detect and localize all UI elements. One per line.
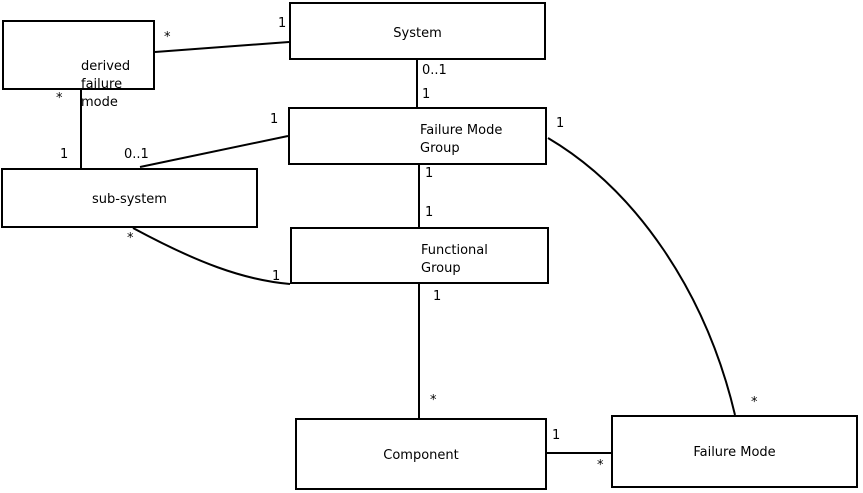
mult-derived-to-subsys-near-derived: * [56,91,63,106]
class-name-failure-mode: Failure Mode [693,445,776,460]
class-name-functional-group: Functional Group [421,243,488,276]
mult-system-to-fmg-near-fmg: 1 [422,87,431,102]
edge-sub-system-functional-group[interactable] [132,227,291,285]
mult-subsys-to-fg-near-fg: 1 [272,269,281,284]
class-box-functional-group[interactable]: Functional Group [290,227,549,284]
mult-fmg-to-fg-near-fmg: 1 [425,166,434,181]
mult-system-to-fmg-near-system: 0..1 [422,63,447,78]
edge-sub-system-failure-mode-group[interactable] [139,135,289,168]
mult-component-to-fm-near-component: 1 [552,428,561,443]
class-name-derived-failure-mode: derived failure mode [81,59,131,110]
class-name-failure-mode-group: Failure Mode Group [420,123,503,156]
class-box-failure-mode-group[interactable]: Failure Mode Group [288,107,547,165]
mult-derived-to-subsys-near-subsys: 1 [60,147,69,162]
mult-subsys-to-fmg-near-fmg: 1 [270,112,279,127]
class-name-system: System [393,26,442,41]
class-box-system[interactable]: System [289,2,546,60]
edge-failure-mode-group-failure-mode[interactable] [547,137,736,416]
mult-fg-to-component-near-fg: 1 [433,289,442,304]
mult-component-to-fm-near-fm: * [597,458,604,473]
class-box-sub-system[interactable]: sub-system [1,168,258,228]
class-box-failure-mode[interactable]: Failure Mode [611,415,858,488]
mult-fmg-to-fm-near-fmg: 1 [556,116,565,131]
class-box-component[interactable]: Component [295,418,547,490]
mult-subsys-to-fg-near-subsys: * [127,231,134,246]
mult-subsys-to-fmg-near-subsys: 0..1 [124,147,149,162]
mult-derived-to-system-near-system: 1 [278,16,287,31]
class-name-sub-system: sub-system [92,192,167,207]
mult-fmg-to-fg-near-fg: 1 [425,205,434,220]
edge-derived-failure-mode-system[interactable] [154,41,290,53]
mult-fmg-to-fm-near-fm: * [751,395,758,410]
mult-derived-to-system-near-derived: * [164,30,171,45]
mult-fg-to-component-near-component: * [430,393,437,408]
class-name-component: Component [383,448,459,463]
class-box-derived-failure-mode[interactable]: derived failure mode [2,20,155,110]
